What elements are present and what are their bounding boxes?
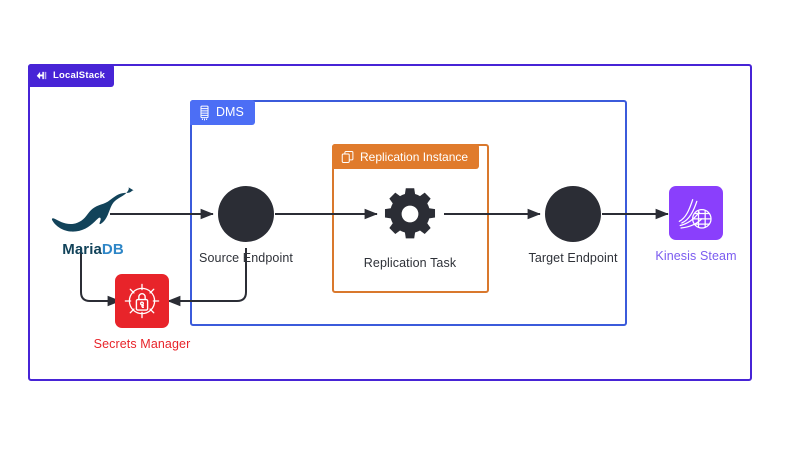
target-endpoint-label: Target Endpoint <box>528 251 618 265</box>
secrets-manager-label: Secrets Manager <box>93 337 191 351</box>
localstack-logo-icon <box>35 69 48 82</box>
node-kinesis-stream: Kinesis Steam <box>648 186 744 263</box>
replication-task-label: Replication Task <box>363 256 457 270</box>
dms-badge-label: DMS <box>216 105 244 120</box>
replication-instance-badge: Replication Instance <box>332 144 480 169</box>
secrets-manager-lock-icon <box>115 274 169 328</box>
source-endpoint-label: Source Endpoint <box>199 251 293 265</box>
mariadb-word-db: DB <box>101 241 124 258</box>
mariadb-seal-icon <box>50 186 136 237</box>
mariadb-wordmark: MariaDB <box>62 241 124 258</box>
node-mariadb: MariaDB <box>46 186 140 258</box>
dms-badge: DMS <box>190 100 255 125</box>
replication-instance-badge-label: Replication Instance <box>360 149 469 164</box>
node-source-endpoint: Source Endpoint <box>191 186 301 265</box>
node-secrets-manager: Secrets Manager <box>94 274 190 351</box>
localstack-badge: LocalStack <box>28 64 115 87</box>
circle-node-icon <box>218 186 274 242</box>
kinesis-stream-label: Kinesis Steam <box>655 249 737 263</box>
node-target-endpoint: Target Endpoint <box>518 186 628 265</box>
mariadb-word-maria: Maria <box>62 241 102 258</box>
localstack-container <box>28 64 752 381</box>
database-icon <box>198 105 211 121</box>
node-replication-task: Replication Task <box>355 186 465 270</box>
localstack-badge-label: LocalStack <box>53 69 106 81</box>
copy-icon <box>341 150 355 164</box>
circle-node-icon <box>545 186 601 242</box>
kinesis-stream-icon <box>669 186 723 240</box>
gear-icon <box>382 186 438 247</box>
